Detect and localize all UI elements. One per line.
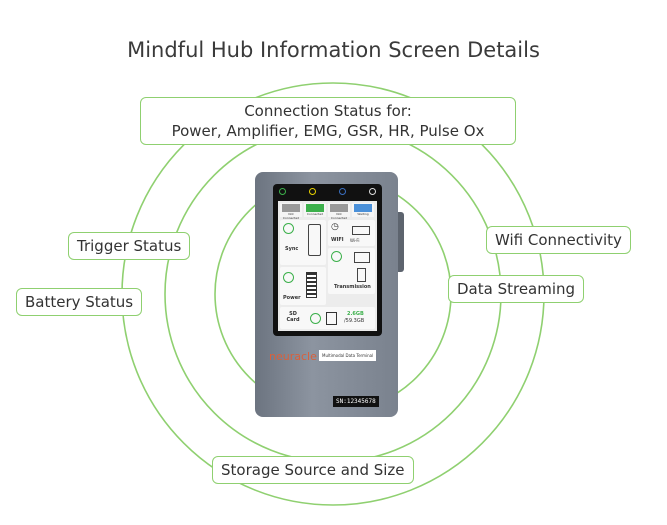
label-connection-status: Connection Status for: Power, Amplifier, … xyxy=(140,97,516,145)
wifi-label: WIFI xyxy=(331,237,344,243)
status-leds xyxy=(279,188,376,195)
battery-icon xyxy=(306,272,317,298)
model-label: Multimodal Data Terminal xyxy=(319,350,377,361)
sd-card-label: SD Card xyxy=(286,311,300,323)
label-battery-status: Battery Status xyxy=(16,288,143,316)
status-0: Not Connected xyxy=(282,212,300,220)
mindful-hub-device: Not Connected Connected Not Connected Wa… xyxy=(255,172,398,417)
transmission-label: Transmission xyxy=(334,284,371,290)
storage-used: 2.6GB xyxy=(347,311,364,317)
device-screen: Not Connected Connected Not Connected Wa… xyxy=(273,184,382,336)
check-icon xyxy=(283,223,294,234)
upload-icon xyxy=(331,251,342,262)
sd-card-icon xyxy=(326,312,337,325)
side-button xyxy=(398,212,404,272)
status-3: Waiting xyxy=(357,212,369,216)
storage-total: /59.3GB xyxy=(344,318,365,324)
status-2: Not Connected xyxy=(330,212,348,220)
router-icon xyxy=(352,226,370,235)
check-icon xyxy=(310,313,321,324)
device-icon xyxy=(357,268,366,282)
status-1: Connected xyxy=(306,212,324,216)
brand-logo: neuracle xyxy=(269,350,317,363)
serial-number: SN:12345678 xyxy=(333,396,379,407)
connection-line2: Power, Amplifier, EMG, GSR, HR, Pulse Ox xyxy=(171,122,485,140)
label-storage: Storage Source and Size xyxy=(212,456,414,484)
connection-line1: Connection Status for: xyxy=(244,102,412,120)
monitor-icon xyxy=(354,252,370,263)
sync-label: Sync xyxy=(285,246,299,252)
page-title: Mindful Hub Information Screen Details xyxy=(127,38,540,62)
label-wifi-connectivity: Wifi Connectivity xyxy=(486,226,631,254)
label-data-streaming: Data Streaming xyxy=(448,275,585,303)
check-icon xyxy=(283,272,294,283)
label-trigger-status: Trigger Status xyxy=(68,232,191,260)
amplifier-icon xyxy=(308,224,321,256)
power-label: Power xyxy=(283,295,301,301)
clock-icon: ◷ xyxy=(331,222,339,232)
wifi-name: Wi-Fi xyxy=(350,238,360,243)
